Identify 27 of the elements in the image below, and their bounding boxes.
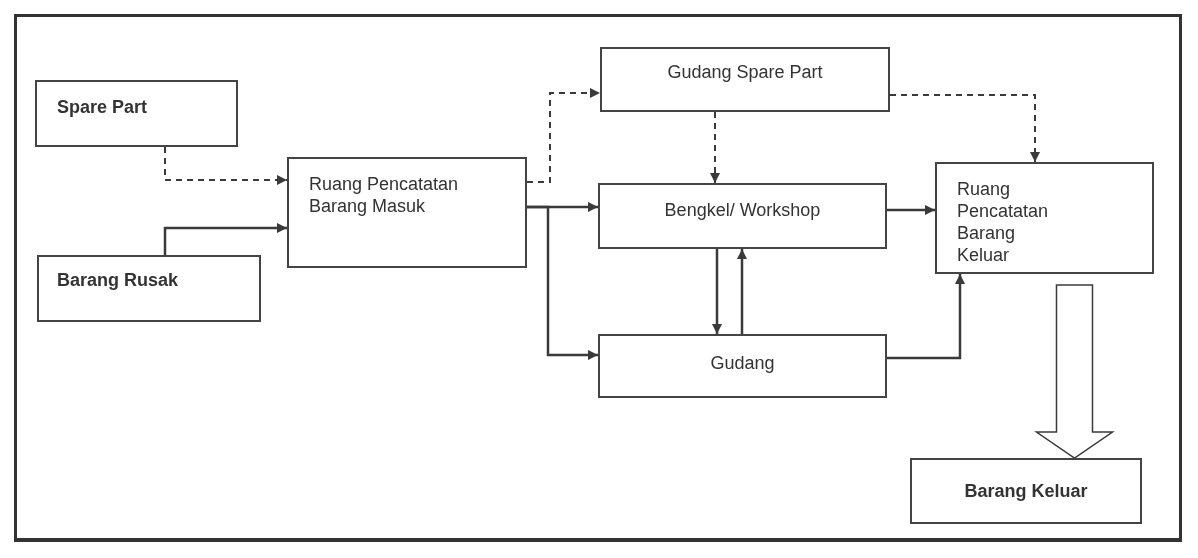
box-label: Gudang [710,352,775,374]
box-label: Bengkel/ Workshop [664,199,821,221]
box-label: Spare Part [57,96,148,118]
block-arrow [1034,284,1115,459]
box-label: Ruang Pencatatan Barang Masuk [309,173,460,217]
process-box [935,162,1154,274]
box-label: Barang Keluar [964,480,1088,502]
process-box [37,255,261,322]
box-label: Barang Rusak [57,269,179,291]
arrow [712,249,722,334]
arrow [527,205,598,360]
process-box [910,458,1142,524]
process-box [287,157,527,268]
process-box [35,80,238,147]
box-label: Gudang Spare Part [667,61,823,83]
arrow [887,205,935,215]
arrow [887,274,965,360]
process-box [598,183,887,249]
arrow [164,146,288,185]
box-label: Ruang Pencatatan Barang Keluar [957,178,1050,266]
arrow [710,111,720,184]
arrow [526,88,601,183]
process-box [598,334,887,398]
arrow [163,223,287,255]
arrow [889,94,1040,163]
arrow [737,249,747,334]
process-box [600,47,890,112]
